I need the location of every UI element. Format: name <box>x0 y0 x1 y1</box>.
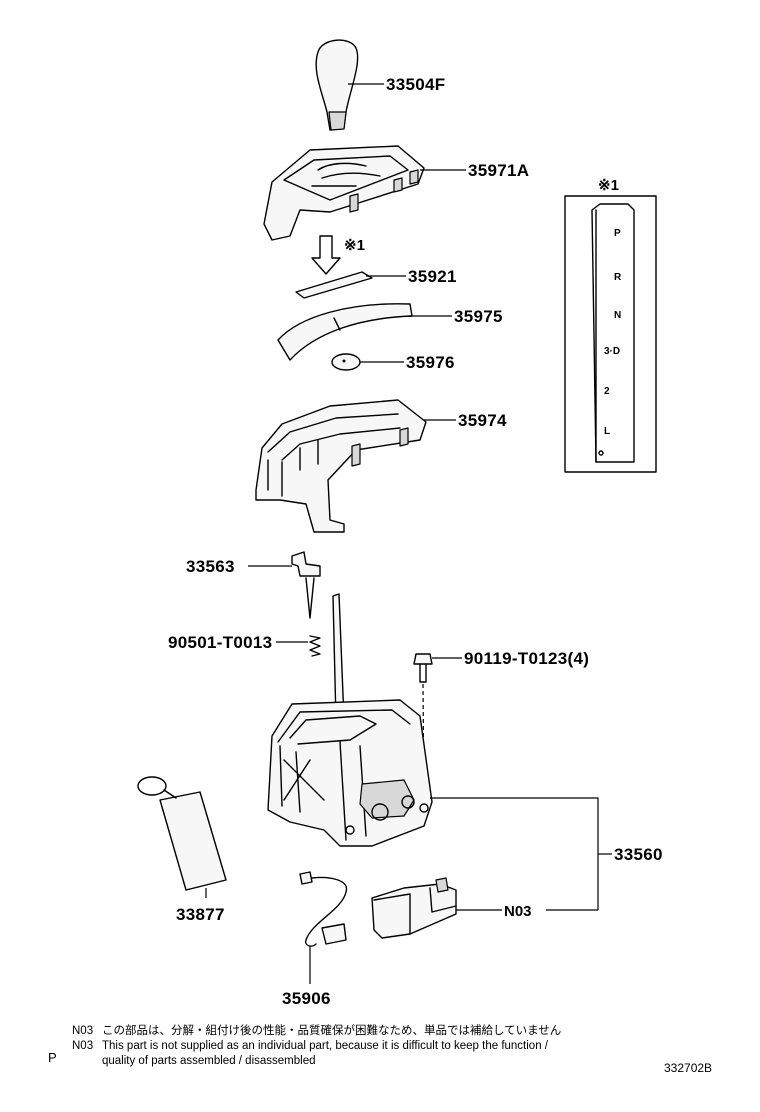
slide-cover[interactable] <box>277 303 413 361</box>
down-arrow-icon <box>311 235 341 275</box>
note-code-1: N03 <box>72 1025 93 1037</box>
footer-mark: P <box>48 1050 57 1065</box>
position-indicator-housing[interactable] <box>255 399 427 533</box>
note-text-ja: この部品は、分解・組付け後の性能・品質確保が困難なため、単品では補給していません <box>102 1023 561 1037</box>
shift-lever-assembly[interactable] <box>267 699 433 847</box>
hood-boot[interactable] <box>137 776 227 891</box>
shift-lock-button[interactable] <box>291 551 321 619</box>
reference-mark-detail: ※1 <box>598 177 619 194</box>
indicator-plate[interactable] <box>295 271 373 299</box>
label-35906: 35906 <box>282 989 331 1008</box>
label-90501-T0013: 90501-T0013 <box>168 633 272 652</box>
indicator-housing[interactable] <box>263 145 425 241</box>
label-N03: N03 <box>504 903 532 920</box>
label-33560: 33560 <box>614 845 663 864</box>
shift-knob[interactable] <box>315 39 359 131</box>
wire-harness[interactable] <box>299 871 348 947</box>
gear-position-n: N <box>614 310 621 321</box>
gear-position-l: L <box>604 426 610 437</box>
diagram-code: 332702B <box>664 1061 712 1075</box>
label-35921: 35921 <box>408 267 457 286</box>
gear-indicator-detail <box>564 195 657 473</box>
label-35976: 35976 <box>406 353 455 372</box>
label-35974: 35974 <box>458 411 507 430</box>
label-33877: 33877 <box>176 905 225 924</box>
sub-part-n03[interactable] <box>371 877 457 939</box>
note-text-en-2: quality of parts assembled / disassemble… <box>102 1055 316 1067</box>
label-35975: 35975 <box>454 307 503 326</box>
reference-mark-arrow: ※1 <box>344 237 365 254</box>
spring[interactable] <box>309 635 321 657</box>
label-33504F: 33504F <box>386 75 445 94</box>
gear-position-p: P <box>614 228 621 239</box>
label-90119-T0123: 90119-T0123(4) <box>464 649 589 668</box>
leader-33560-top <box>430 797 599 910</box>
gear-position-r: R <box>614 272 622 283</box>
bolt[interactable] <box>413 653 433 683</box>
light-lens[interactable] <box>331 353 361 371</box>
gear-position-2: 2 <box>604 386 610 397</box>
gear-position-3d: 3·D <box>604 346 620 357</box>
label-35971A: 35971A <box>468 161 529 180</box>
note-code-2: N03 <box>72 1040 93 1052</box>
note-text-en-1: This part is not supplied as an individu… <box>102 1040 549 1052</box>
label-33563: 33563 <box>186 557 235 576</box>
